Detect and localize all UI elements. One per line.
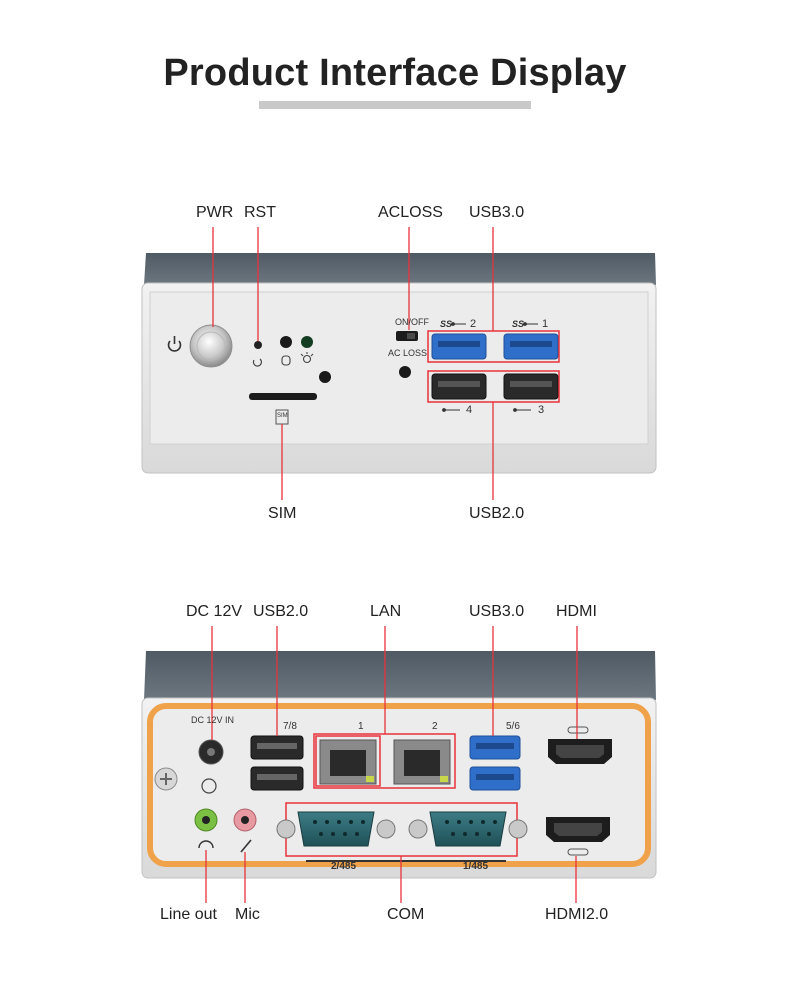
power-button-ring [196,331,226,361]
mark-usb3-56: 5/6 [506,721,520,732]
mark-com2: 2/485 [331,861,357,872]
rear-callout-lines [205,626,578,903]
mark-lan1: 1 [358,721,364,732]
label-pwr: PWR [196,204,234,221]
power-button [189,324,233,368]
lan-callout-box-left [315,735,381,787]
mark-com1: 1/485 [463,861,489,872]
mark-acloss: AC LOSS [388,348,428,358]
label-line-out: Line out [160,906,217,923]
sim-slot [249,393,317,400]
acloss-led [399,366,411,378]
mark-usb2-4: 4 [466,404,473,416]
hdd-icon [281,355,291,366]
front-panel: SS SS [141,227,657,500]
page-title: Product Interface Display [163,52,627,94]
usb-trident-icons [442,322,538,412]
label-sim: SIM [268,505,297,522]
label-usb20-rear: USB2.0 [253,603,309,620]
mark-usb3-1: 1 [542,318,549,330]
front-callout-lines [212,227,494,500]
label-mic: Mic [235,906,260,923]
label-rst: RST [244,204,276,221]
hdmi-icon [567,726,589,734]
front-hole [319,371,331,383]
label-acloss: ACLOSS [378,204,443,221]
mark-onoff: ON/OFF [395,317,429,327]
label-com: COM [387,906,425,923]
headphone-icon [198,840,214,849]
rear-panel [141,626,657,903]
ss-usb-icon: SS [512,319,524,329]
status-led [301,336,313,348]
hdd-led [280,336,292,348]
power-icon [167,336,182,352]
reset-icon [252,358,263,367]
label-hdmi: HDMI [556,603,597,620]
label-lan: LAN [370,603,402,620]
label-usb30-front: USB3.0 [469,204,525,221]
label-usb20-front: USB2.0 [469,505,525,522]
com-port-2 [276,811,396,847]
hdmi20-icon [567,848,589,856]
mark-usb2-78: 7/8 [283,721,297,732]
front-chassis-top [144,253,656,285]
mark-lan2: 2 [432,721,438,732]
ground-icon [201,778,217,794]
mic-icon [240,839,252,853]
light-icon [300,352,314,364]
title-underline [259,101,531,109]
mark-usb2-3: 3 [538,404,545,416]
ss-usb-icon: SS [440,319,452,329]
com-port-1 [408,811,528,847]
front-face [149,291,649,445]
label-usb30-rear: USB3.0 [469,603,525,620]
mark-sim-icon: SIM [277,413,288,419]
label-hdmi20: HDMI2.0 [545,906,609,923]
rear-chassis-top [144,651,656,700]
label-dc12v: DC 12V [186,603,243,620]
mark-usb3-2: 2 [470,318,477,330]
mark-dc-in: DC 12V IN [191,715,235,725]
reset-button [254,341,262,349]
